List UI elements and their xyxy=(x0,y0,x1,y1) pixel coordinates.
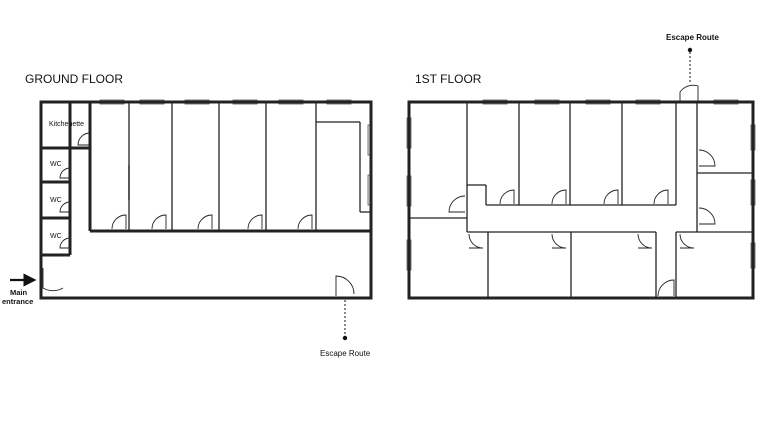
first-escape-dot xyxy=(687,47,693,53)
ground-escape-dot xyxy=(342,335,348,341)
ground-floor-title: GROUND FLOOR xyxy=(25,72,123,86)
ground-service-rooms xyxy=(41,102,91,257)
first-corridor xyxy=(466,102,698,298)
ground-escape-label: Escape Route xyxy=(320,349,371,358)
main-entrance-label-1: Main xyxy=(10,288,28,297)
ground-offices xyxy=(88,102,371,233)
first-right-rooms xyxy=(697,149,753,233)
first-escape-label: Escape Route xyxy=(666,33,719,42)
ground-outer-wall xyxy=(39,100,373,300)
first-outer-wall xyxy=(407,100,755,300)
kitchenette-label: Kitchenette xyxy=(49,121,84,128)
first-top-offices xyxy=(466,102,669,205)
first-floor-title: 1ST FLOOR xyxy=(415,72,482,86)
ground-floor-plan: GROUND FLOOR Kitchenette xyxy=(2,72,373,358)
wc-label-1: WC xyxy=(50,161,62,168)
ground-escape-door xyxy=(335,275,355,296)
first-floor-plan: 1ST FLOOR Escape Route xyxy=(406,33,756,300)
first-left-rooms xyxy=(409,195,467,219)
wc-label-3: WC xyxy=(50,233,62,240)
ground-windows xyxy=(99,99,373,206)
main-entrance-label-2: entrance xyxy=(2,297,33,306)
wc-label-2: WC xyxy=(50,197,62,204)
main-entrance-door xyxy=(42,268,64,292)
first-bottom-offices xyxy=(468,232,695,298)
first-windows xyxy=(406,99,756,271)
first-escape-door xyxy=(679,84,699,102)
